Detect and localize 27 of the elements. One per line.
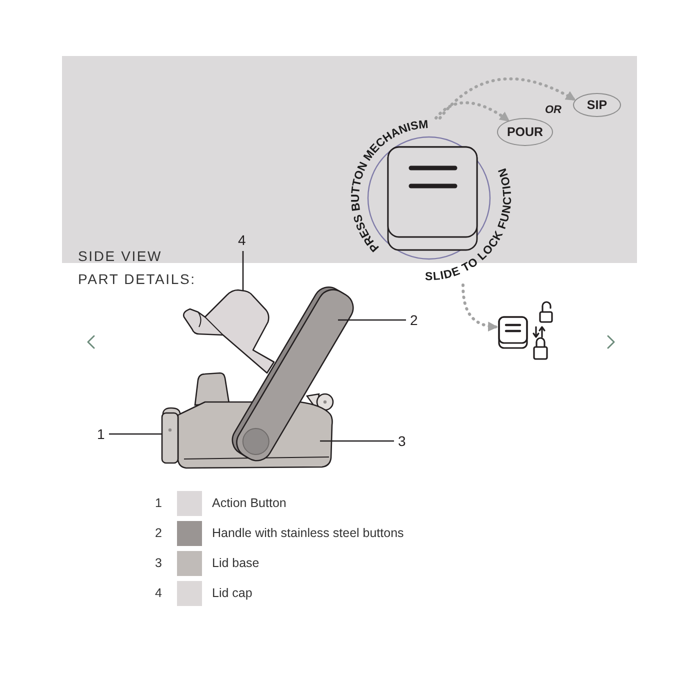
dotted-arrow <box>438 77 576 120</box>
action-button <box>161 407 181 464</box>
legend-label: Action Button <box>212 496 286 511</box>
oval-label: POUR <box>497 118 553 146</box>
legend-number: 1 <box>155 496 162 511</box>
callout-number: 1 <box>97 426 105 442</box>
callout-number: 4 <box>238 232 246 248</box>
handle <box>232 286 354 462</box>
legend-label: Lid base <box>212 556 260 571</box>
dotted-arrow <box>462 284 498 332</box>
dotted-arrow <box>434 101 510 122</box>
leader-line <box>109 433 162 435</box>
legend-number: 2 <box>155 526 162 541</box>
section-heading: SIDE VIEW PART DETAILS: <box>78 247 197 289</box>
lid-cap <box>182 289 275 374</box>
lock-toggle-icon <box>497 301 554 362</box>
legend-label: Lid cap <box>212 586 252 601</box>
legend-number: 4 <box>155 586 162 601</box>
choice-label: OR <box>545 104 562 117</box>
leader-line <box>338 319 406 321</box>
legend-number: 3 <box>155 556 162 571</box>
leader-line <box>242 251 244 291</box>
callout-number: 2 <box>410 312 418 328</box>
legend-label: Handle with stainless steel buttons <box>212 526 404 541</box>
callout-number: 3 <box>398 433 406 449</box>
oval-label: SIP <box>573 93 621 117</box>
leader-line <box>320 440 394 442</box>
